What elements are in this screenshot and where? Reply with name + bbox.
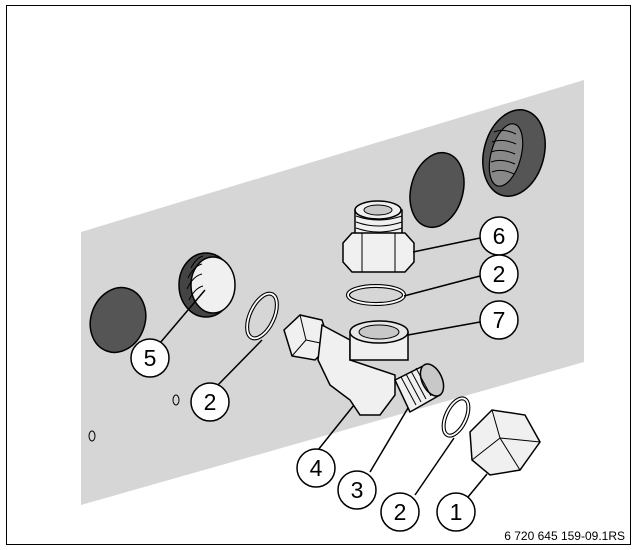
callout-label: 1 bbox=[450, 499, 463, 525]
wall-hole-left bbox=[89, 286, 147, 354]
callout-label: 2 bbox=[493, 261, 506, 287]
callout-6: 6 bbox=[479, 216, 519, 256]
part-4-tee-fitting bbox=[283, 314, 445, 416]
screw-hole bbox=[88, 430, 96, 442]
part-1-cap-nut bbox=[469, 409, 541, 476]
callout-1: 1 bbox=[436, 492, 476, 532]
wall-hole-upper-middle bbox=[409, 151, 465, 229]
callout-label: 7 bbox=[493, 307, 506, 333]
callout-label: 5 bbox=[144, 345, 157, 371]
callout-label: 4 bbox=[310, 455, 323, 481]
part-5-threaded-nipple bbox=[178, 252, 236, 318]
figure-code: 6 720 645 159-09.1RS bbox=[504, 529, 625, 543]
callout-label: 6 bbox=[493, 223, 506, 249]
callout-7: 7 bbox=[479, 300, 519, 340]
callout-2-left: 2 bbox=[190, 382, 230, 422]
callout-5: 5 bbox=[130, 338, 170, 378]
callout-3: 3 bbox=[337, 470, 377, 510]
threaded-insert-upper-right bbox=[488, 123, 524, 187]
part-6-union-nipple bbox=[342, 200, 415, 273]
callout-4: 4 bbox=[296, 448, 336, 488]
callout-2-right: 2 bbox=[380, 492, 420, 532]
callout-label: 3 bbox=[351, 477, 364, 503]
screw-hole bbox=[172, 394, 180, 406]
callout-label: 2 bbox=[394, 499, 407, 525]
callout-2-center: 2 bbox=[479, 254, 519, 294]
callout-label: 2 bbox=[204, 389, 217, 415]
leader-lines bbox=[159, 237, 488, 498]
